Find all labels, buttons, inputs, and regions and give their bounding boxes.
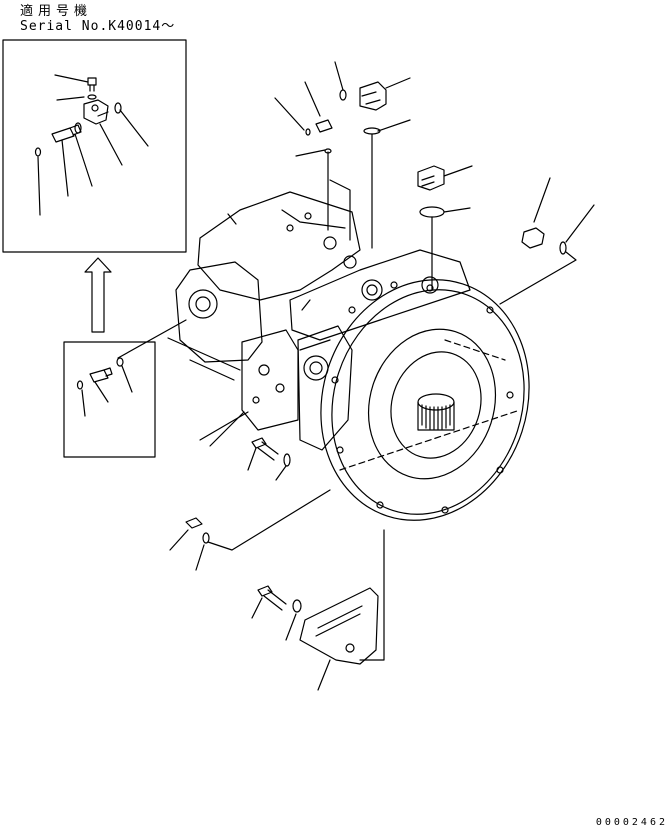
pump-housing [167, 191, 530, 521]
inset-reference-arrow [84, 257, 112, 333]
applicable-models-label: 適用号機 [20, 4, 93, 19]
lower-parts [169, 411, 385, 691]
serial-number-label: Serial No.K40014～ [20, 19, 176, 34]
detail-inset-upper [2, 39, 187, 253]
leader-line [209, 411, 245, 447]
top-fittings [274, 61, 595, 305]
detail-inset-lower [63, 319, 187, 458]
figure-code: 00002462 [595, 817, 668, 828]
